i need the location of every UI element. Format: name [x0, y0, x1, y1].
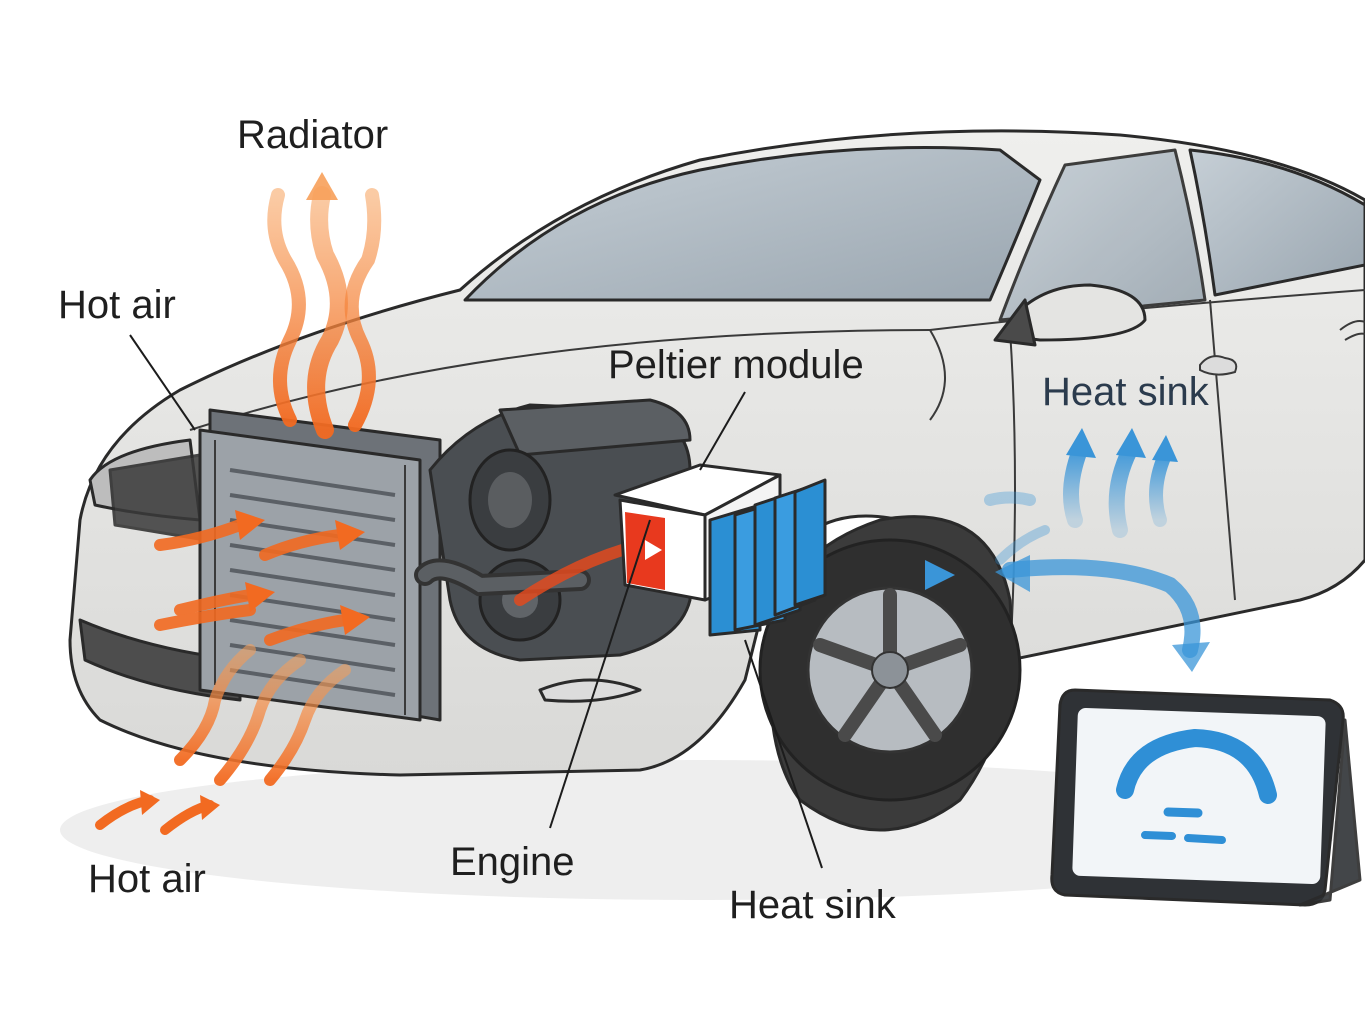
hot-air-flows [95, 172, 382, 835]
label-hot-air-bottom: Hot air [88, 857, 206, 901]
leader-lines [129, 334, 823, 869]
label-radiator: Radiator [237, 113, 388, 157]
label-engine: Engine [450, 840, 575, 884]
monitor-display [1050, 688, 1362, 907]
label-heat-sink-door: Heat sink [1042, 370, 1210, 414]
ground-shadow [60, 760, 1340, 900]
label-hot-air-top: Hot air [58, 283, 176, 327]
radiator-unit [198, 408, 442, 722]
label-heat-sink-bottom: Heat sink [729, 883, 897, 927]
gauge-icon [1116, 728, 1277, 844]
cool-air-flows [832, 428, 1210, 672]
label-peltier-module: Peltier module [608, 343, 864, 387]
heat-sink-fins [708, 478, 827, 637]
